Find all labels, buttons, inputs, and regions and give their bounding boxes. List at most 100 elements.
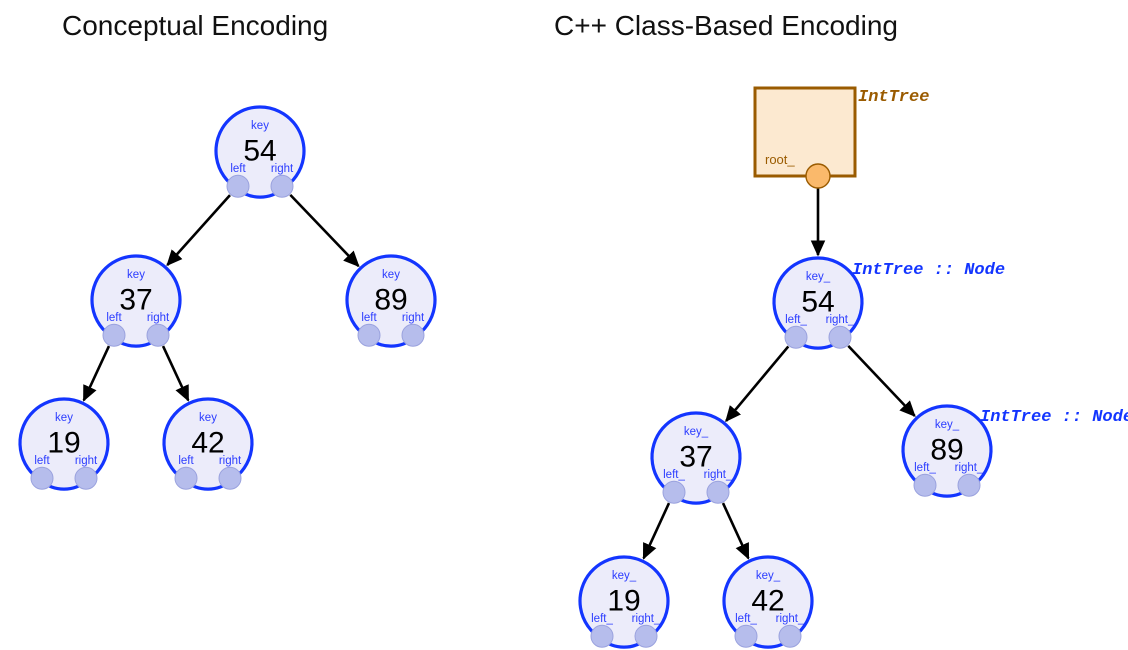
node-field-label-right: right_ [632, 613, 661, 625]
node-port-left[interactable] [662, 480, 686, 504]
node-port-right[interactable] [146, 323, 170, 347]
node-field-label-right: right [75, 455, 98, 467]
node-field-label-left: left [34, 455, 50, 467]
node-field-label-left: left [230, 163, 246, 175]
node-port-right[interactable] [778, 624, 802, 648]
node-body [578, 555, 670, 649]
node-port-right[interactable] [957, 473, 981, 497]
node-body [345, 254, 437, 348]
edge-Conceptual Encoding-2 [82, 345, 111, 402]
type-annotation-0: IntTree [858, 88, 929, 107]
edge-C++ Class-Based Encoding-3 [642, 502, 671, 560]
edge-Conceptual Encoding-0 [166, 194, 231, 267]
node-port-left[interactable] [357, 323, 381, 347]
node-field-label-key: key [199, 412, 217, 424]
class-box-inttree[interactable]: root_ [753, 86, 857, 189]
node-port-left[interactable] [913, 473, 937, 497]
edge-C++ Class-Based Encoding-4 [721, 502, 750, 560]
node-key-value: 37 [119, 284, 152, 317]
type-annotation-1: IntTree :: Node [852, 261, 1005, 280]
node-field-label-right: right_ [704, 469, 733, 481]
type-annotation-2: IntTree :: Node [980, 408, 1128, 427]
node-field-label-right: right [402, 312, 425, 324]
node-field-label-left: left_ [785, 314, 807, 326]
node-key-value: 42 [191, 427, 224, 460]
node-port-right[interactable] [270, 174, 294, 198]
edge-C++ Class-Based Encoding-1 [725, 345, 790, 423]
node-field-label-key: key [382, 269, 400, 281]
node-field-label-right: right [271, 163, 294, 175]
node-body [18, 397, 110, 491]
node-field-label-left: left [178, 455, 194, 467]
edges-layer [82, 188, 916, 560]
node-key-value: 89 [930, 434, 963, 467]
node-port-left[interactable] [102, 323, 126, 347]
node-field-label-key: key_ [806, 271, 831, 283]
node-field-label-left: left_ [663, 469, 685, 481]
edge-Conceptual Encoding-1 [289, 193, 360, 268]
class-box-port-root[interactable] [805, 163, 831, 189]
node-port-right[interactable] [74, 466, 98, 490]
node-field-label-right: right_ [955, 462, 984, 474]
node-key-value: 37 [679, 441, 712, 474]
node-port-left[interactable] [226, 174, 250, 198]
edge-C++ Class-Based Encoding-2 [847, 345, 916, 418]
node-field-label-key: key [127, 269, 145, 281]
node-port-left[interactable] [784, 325, 808, 349]
node-field-label-key: key_ [612, 570, 637, 582]
node-key-value: 54 [801, 286, 834, 319]
node-port-right[interactable] [634, 624, 658, 648]
node-field-label-right: right_ [776, 613, 805, 625]
class-member-label-root: root_ [765, 152, 795, 167]
node-body [901, 404, 993, 498]
node-key-value: 19 [607, 585, 640, 618]
node-port-right[interactable] [401, 323, 425, 347]
node-port-right[interactable] [218, 466, 242, 490]
node-field-label-key: key_ [684, 426, 709, 438]
node-field-label-left: left [361, 312, 377, 324]
node-key-value: 42 [751, 585, 784, 618]
node-field-label-key: key [55, 412, 73, 424]
node-port-left[interactable] [734, 624, 758, 648]
page-title-cpp: C++ Class-Based Encoding [554, 10, 898, 41]
node-field-label-left: left_ [914, 462, 936, 474]
node-field-label-left: left_ [591, 613, 613, 625]
node-body [722, 555, 814, 649]
node-field-label-right: right_ [826, 314, 855, 326]
node-body [650, 411, 742, 505]
node-key-value: 54 [243, 135, 276, 168]
node-field-label-key: key_ [756, 570, 781, 582]
node-field-label-key: key [251, 120, 269, 132]
edge-Conceptual Encoding-3 [161, 345, 190, 402]
node-key-value: 89 [374, 284, 407, 317]
node-port-right[interactable] [706, 480, 730, 504]
node-field-label-left: left [106, 312, 122, 324]
node-key-value: 19 [47, 427, 80, 460]
node-port-left[interactable] [30, 466, 54, 490]
class-box-body [753, 86, 857, 178]
node-port-left[interactable] [590, 624, 614, 648]
node-body [162, 397, 254, 491]
node-body [214, 105, 306, 199]
page-title-conceptual: Conceptual Encoding [62, 10, 329, 41]
node-body [772, 256, 864, 350]
node-body [90, 254, 182, 348]
node-field-label-right: right [219, 455, 242, 467]
node-port-right[interactable] [828, 325, 852, 349]
node-port-left[interactable] [174, 466, 198, 490]
node-field-label-left: left_ [735, 613, 757, 625]
node-field-label-right: right [147, 312, 170, 324]
